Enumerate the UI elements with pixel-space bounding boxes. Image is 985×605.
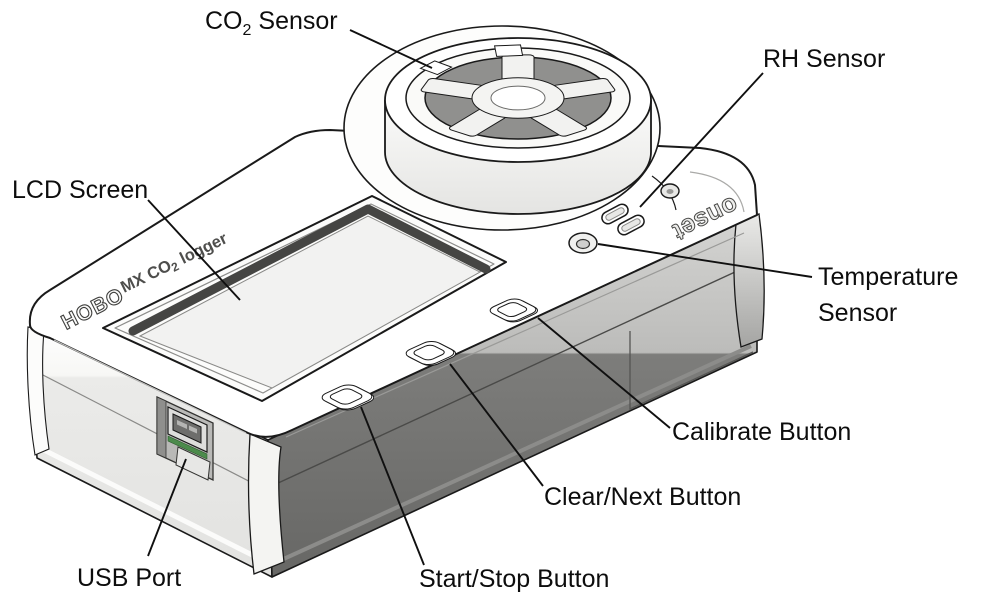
clear-next-button — [402, 339, 460, 367]
leader-line-start-stop-button — [360, 406, 425, 566]
case-flange-left — [38, 445, 270, 566]
usb-contact-tab — [177, 420, 187, 429]
case-seam-right — [275, 265, 749, 485]
case-seam-left — [40, 373, 265, 490]
front-corner-pillar — [247, 433, 285, 575]
label-temperature-line2: Sensor — [818, 298, 898, 327]
label-co2-sensor: CO2 Sensor — [205, 7, 338, 39]
label-lcd-screen: LCD Screen — [12, 176, 149, 204]
label-temperature-sensor: Temperature Sensor — [818, 263, 959, 327]
usb-lower-flange — [175, 446, 211, 481]
calibrate-button — [486, 297, 542, 324]
temperature-sensor-hole — [568, 232, 598, 254]
label-start-stop-button: Start/Stop Button — [419, 565, 610, 593]
lcd-shadow-band — [128, 204, 491, 336]
leader-line-rh-sensor — [639, 72, 764, 208]
cap-vent-spokes — [420, 45, 616, 137]
leader-line-clear-next-button — [449, 363, 544, 487]
lcd-display — [138, 215, 482, 389]
usb-contact-tab — [189, 425, 197, 434]
label-clear-next-button: Clear/Next Button — [544, 483, 742, 511]
right-corner-pillar — [733, 213, 765, 348]
label-temperature-line1: Temperature — [818, 263, 959, 291]
leader-line-temperature-sensor — [597, 243, 813, 278]
label-co2-suffix: Sensor — [258, 7, 338, 35]
usb-pcb-edge — [167, 435, 208, 460]
leader-line-calibrate-button — [537, 317, 671, 429]
label-co2-prefix: CO — [205, 7, 243, 35]
leader-line-lcd-screen — [147, 199, 241, 301]
start-stop-button — [318, 383, 379, 412]
label-calibrate-button: Calibrate Button — [672, 418, 852, 446]
case-flange-right — [276, 344, 752, 564]
top-face-bevel-left — [53, 339, 247, 434]
leader-line-usb-port — [147, 458, 187, 557]
lcd-frame-inner — [114, 203, 495, 394]
cap-hub-inner — [491, 86, 545, 110]
lcd-screen — [102, 195, 507, 402]
leader-line-co2-sensor — [349, 29, 433, 69]
label-usb-port: USB Port — [77, 564, 182, 592]
left-corner-pillar — [26, 326, 50, 456]
battery-door-notch-line — [629, 331, 754, 411]
rh-sensor-slots — [601, 203, 645, 236]
top-face-corner-hairline — [689, 171, 745, 213]
mounting-hole — [660, 183, 680, 199]
label-rh-sensor: RH Sensor — [763, 45, 886, 73]
co2-sensor-cap — [343, 25, 677, 231]
usb-recess-wall — [156, 396, 167, 459]
usb-port — [156, 395, 214, 482]
label-co2-subscript: 2 — [242, 22, 252, 39]
